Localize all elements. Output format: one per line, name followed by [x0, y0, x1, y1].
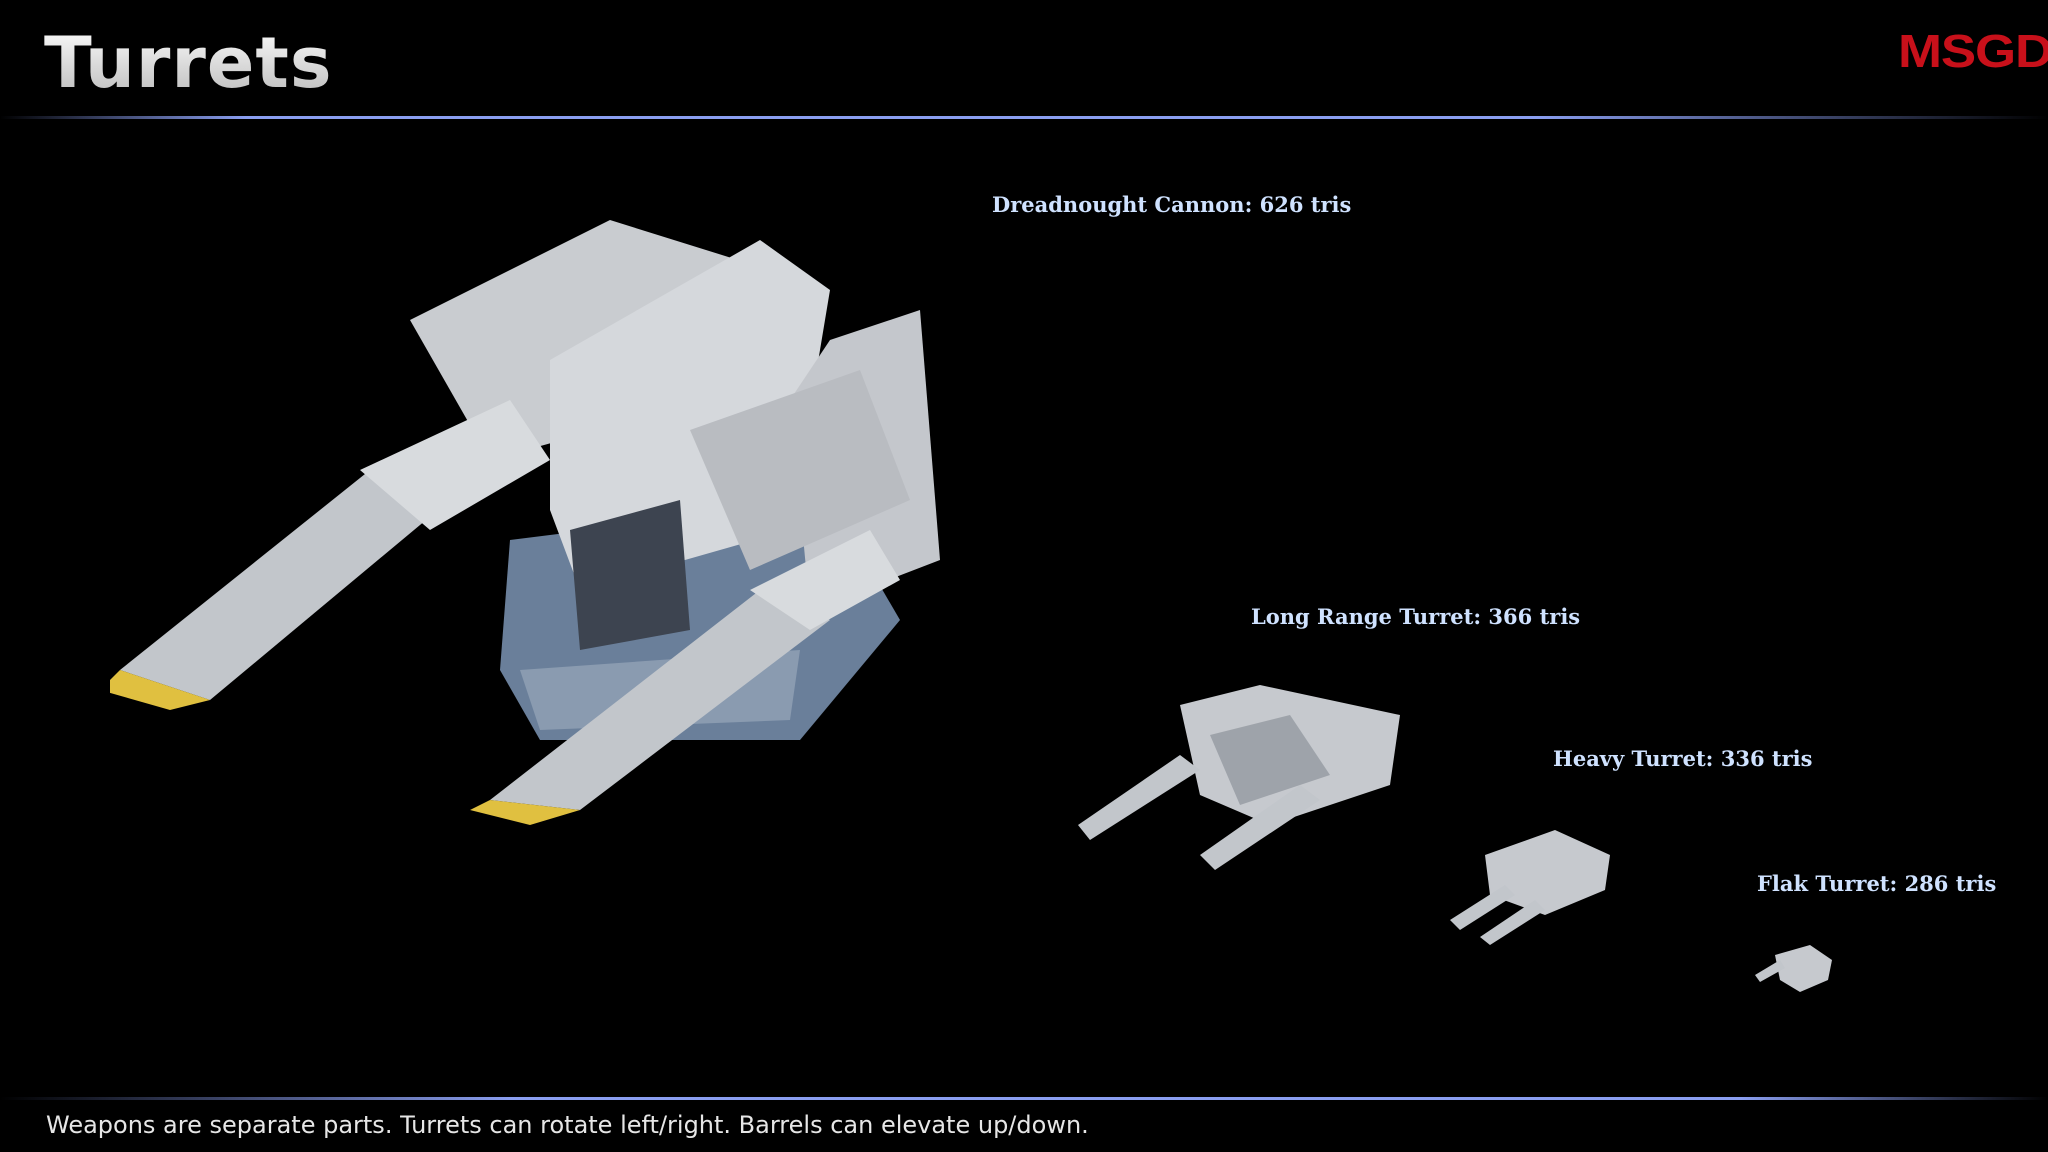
- page-title: Turrets: [44, 22, 333, 104]
- heavy-turret-model: [1450, 830, 1610, 945]
- heavy-turret-label: Heavy Turret: 336 tris: [1553, 746, 1813, 771]
- long-range-turret-label: Long Range Turret: 366 tris: [1251, 604, 1581, 629]
- footer-divider: [0, 1097, 2048, 1100]
- msgdi-logo: MSGDI: [1898, 25, 2048, 77]
- flak-turret-model: [1755, 945, 1832, 992]
- footer-caption: Weapons are separate parts. Turrets can …: [46, 1111, 1089, 1139]
- dreadnought-cannon-model: [110, 220, 940, 825]
- header-divider: [0, 116, 2048, 119]
- flak-turret-label: Flak Turret: 286 tris: [1757, 871, 1997, 896]
- long-range-turret-model: [1078, 685, 1400, 870]
- dreadnought-cannon-label: Dreadnought Cannon: 626 tris: [992, 192, 1352, 217]
